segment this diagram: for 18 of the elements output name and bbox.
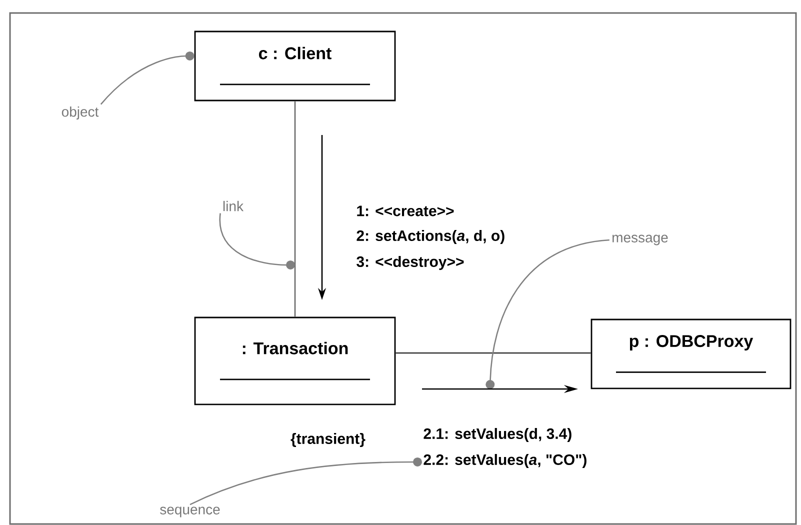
leader-line bbox=[486, 239, 610, 389]
annotation-label: message bbox=[612, 234, 668, 246]
leader-line bbox=[100, 52, 194, 105]
message-label: 2.1: setValues(d, 3.4) 2.2: setValues(a, "CO") bbox=[424, 428, 586, 468]
object-box: p : ODBCProxy bbox=[590, 318, 792, 390]
link-line bbox=[294, 101, 296, 317]
annotation-label: link bbox=[223, 200, 244, 212]
message-label: 2: setActions(a, d, o) bbox=[356, 230, 504, 244]
link-line bbox=[396, 352, 591, 354]
annotation-label: sequence bbox=[160, 506, 220, 518]
object-box: : Transaction bbox=[194, 316, 396, 406]
leader-line bbox=[190, 457, 422, 506]
leader-line bbox=[219, 213, 295, 270]
object-box: c : Client bbox=[194, 30, 396, 102]
message-label: 1: <<create>> bbox=[357, 206, 454, 216]
message-label: 3: <<destroy>> bbox=[356, 256, 464, 270]
constraint-label: {transient} bbox=[290, 433, 366, 447]
annotation-label: object bbox=[62, 106, 99, 120]
